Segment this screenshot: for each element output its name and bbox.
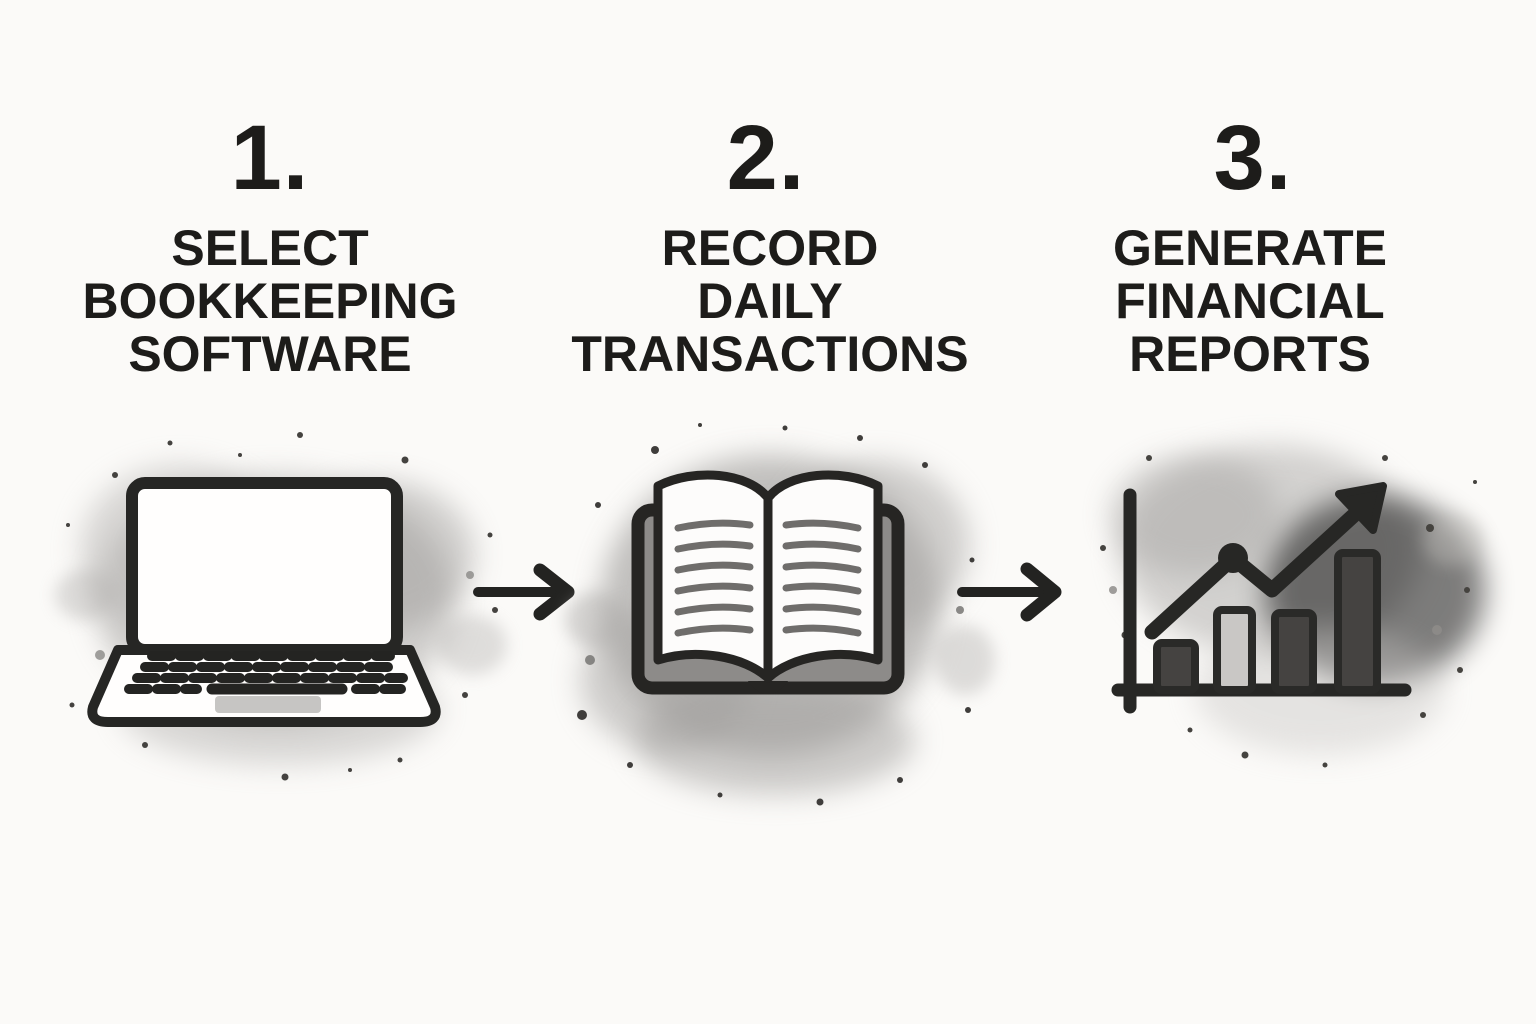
step-1-title: SELECT BOOKKEEPING SOFTWARE bbox=[30, 222, 510, 381]
step-1-title-line-2: BOOKKEEPING bbox=[82, 273, 458, 329]
arrow-right-icon bbox=[957, 562, 1062, 622]
step-3-number: 3. bbox=[1213, 107, 1293, 209]
step-2-title-line-1: RECORD bbox=[661, 220, 879, 276]
step-1-number: 1. bbox=[230, 107, 310, 209]
step-2-title: RECORD DAILY TRANSACTIONS bbox=[540, 222, 1000, 381]
laptop-drawing bbox=[87, 477, 441, 727]
step-3-title-line-3: REPORTS bbox=[1129, 326, 1371, 382]
watercolor-splash bbox=[1100, 445, 1485, 768]
open-book-icon bbox=[565, 423, 995, 806]
step-1-title-line-3: SOFTWARE bbox=[128, 326, 412, 382]
step-2-title-line-2: DAILY bbox=[697, 273, 843, 329]
chart-drawing bbox=[1111, 482, 1412, 714]
book-drawing bbox=[631, 470, 905, 695]
step-2-title-line-3: TRANSACTIONS bbox=[571, 326, 969, 382]
step-3-title: GENERATE FINANCIAL REPORTS bbox=[1017, 222, 1483, 381]
step-3-title-line-1: GENERATE bbox=[1112, 220, 1388, 276]
step-3-title-line-2: FINANCIAL bbox=[1115, 273, 1385, 329]
step-1-title-line-1: SELECT bbox=[171, 220, 369, 276]
bar-chart-icon bbox=[1100, 445, 1485, 768]
arrow-right-icon bbox=[473, 563, 575, 621]
laptop-icon bbox=[55, 432, 507, 781]
step-2-number: 2. bbox=[726, 107, 806, 209]
